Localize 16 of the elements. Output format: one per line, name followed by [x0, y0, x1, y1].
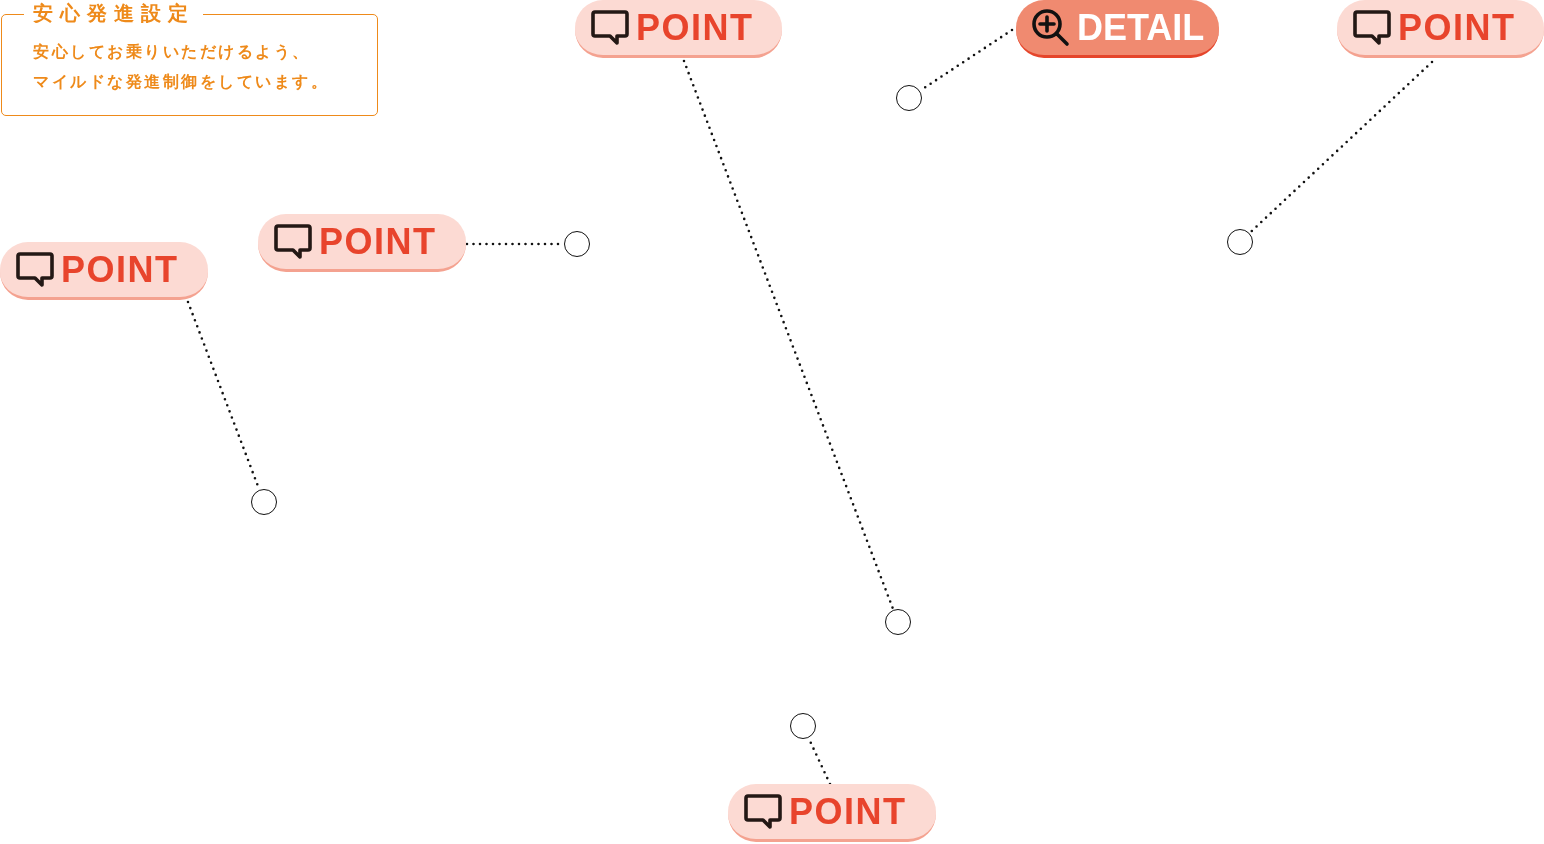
point-button: POINT	[575, 0, 782, 58]
point-button: POINT	[0, 242, 208, 300]
box-title: 安心発進設定	[24, 0, 203, 27]
leader-line	[682, 59, 895, 611]
anchor-circle	[564, 231, 590, 257]
anchor-circle	[1227, 229, 1253, 255]
box-text: 安心してお乗りいただけるよう、マイルドな発進制御をしています。	[33, 41, 330, 93]
point-button: POINT	[1337, 0, 1544, 58]
point-button: POINT	[258, 214, 466, 272]
point-button: POINT	[728, 784, 936, 842]
detail-button: DETAIL	[1016, 0, 1219, 58]
anchor-circle	[896, 85, 922, 111]
anchor-circle	[251, 489, 277, 515]
leader-line	[1248, 60, 1434, 235]
anchor-circle	[790, 713, 816, 739]
anchor-circle	[885, 609, 911, 635]
